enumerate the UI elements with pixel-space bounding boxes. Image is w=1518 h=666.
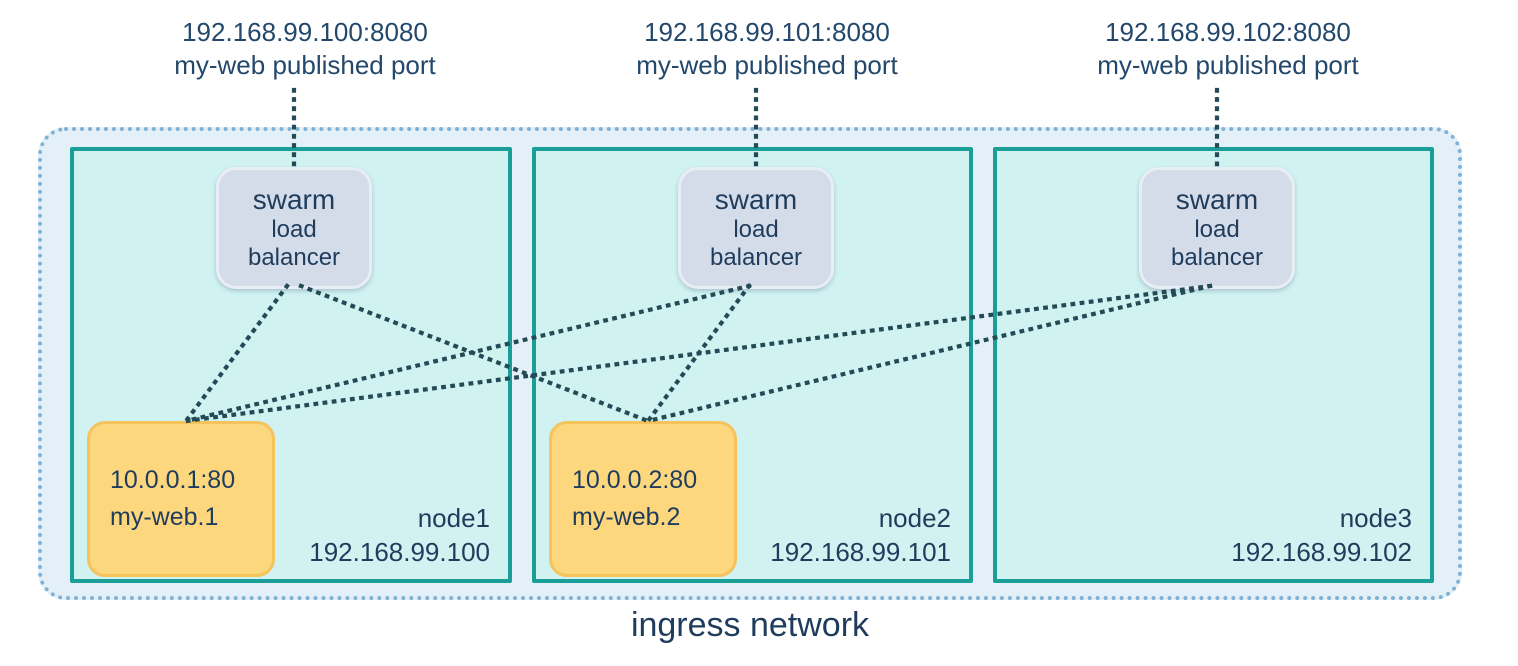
published-port-label-1: 192.168.99.100:8080 my-web published por… <box>135 16 475 82</box>
node-ip: 192.168.99.100 <box>309 537 490 567</box>
published-port-address: 192.168.99.100:8080 <box>182 17 428 47</box>
task-name: my-web.1 <box>110 503 219 531</box>
published-port-caption: my-web published port <box>636 50 898 80</box>
node-label-node3: node3 192.168.99.102 <box>1231 501 1412 569</box>
node-name: node1 <box>417 503 490 533</box>
lb-text: load <box>271 216 317 243</box>
lb-text: balancer <box>247 244 341 271</box>
lb-text: swarm <box>1175 184 1259 215</box>
lb-text: balancer <box>709 244 803 271</box>
lb-text: swarm <box>252 184 336 215</box>
node-ip: 192.168.99.102 <box>1231 537 1412 567</box>
node-box-node3: swarm load balancer node3 192.168.99.102 <box>993 147 1434 583</box>
swarm-load-balancer-node1: swarm load balancer <box>216 167 372 289</box>
swarm-load-balancer-node2: swarm load balancer <box>678 167 834 289</box>
published-port-label-2: 192.168.99.101:8080 my-web published por… <box>597 16 937 82</box>
published-port-address: 192.168.99.102:8080 <box>1105 17 1351 47</box>
node-ip: 192.168.99.101 <box>770 537 951 567</box>
node-name: node3 <box>1339 503 1412 533</box>
published-port-caption: my-web published port <box>1097 50 1359 80</box>
lb-text: swarm <box>714 184 798 215</box>
task-address: 10.0.0.2:80 <box>572 466 698 494</box>
node-label-node2: node2 192.168.99.101 <box>770 501 951 569</box>
task-name: my-web.2 <box>572 503 681 531</box>
node-name: node2 <box>878 503 951 533</box>
published-port-label-3: 192.168.99.102:8080 my-web published por… <box>1058 16 1398 82</box>
published-port-address: 192.168.99.101:8080 <box>644 17 890 47</box>
task-my-web-2: 10.0.0.2:80 my-web.2 <box>549 421 737 577</box>
lb-text: load <box>1194 216 1240 243</box>
node-box-node2: swarm load balancer 10.0.0.2:80 my-web.2… <box>532 147 973 583</box>
lb-text: load <box>733 216 779 243</box>
node-label-node1: node1 192.168.99.100 <box>309 501 490 569</box>
ingress-network-label: ingress network <box>630 606 870 644</box>
task-address: 10.0.0.1:80 <box>110 466 236 494</box>
task-my-web-1: 10.0.0.1:80 my-web.1 <box>87 421 275 577</box>
node-box-node1: swarm load balancer 10.0.0.1:80 my-web.1… <box>70 147 512 583</box>
lb-text: balancer <box>1170 244 1264 271</box>
swarm-load-balancer-node3: swarm load balancer <box>1139 167 1295 289</box>
published-port-caption: my-web published port <box>174 50 436 80</box>
